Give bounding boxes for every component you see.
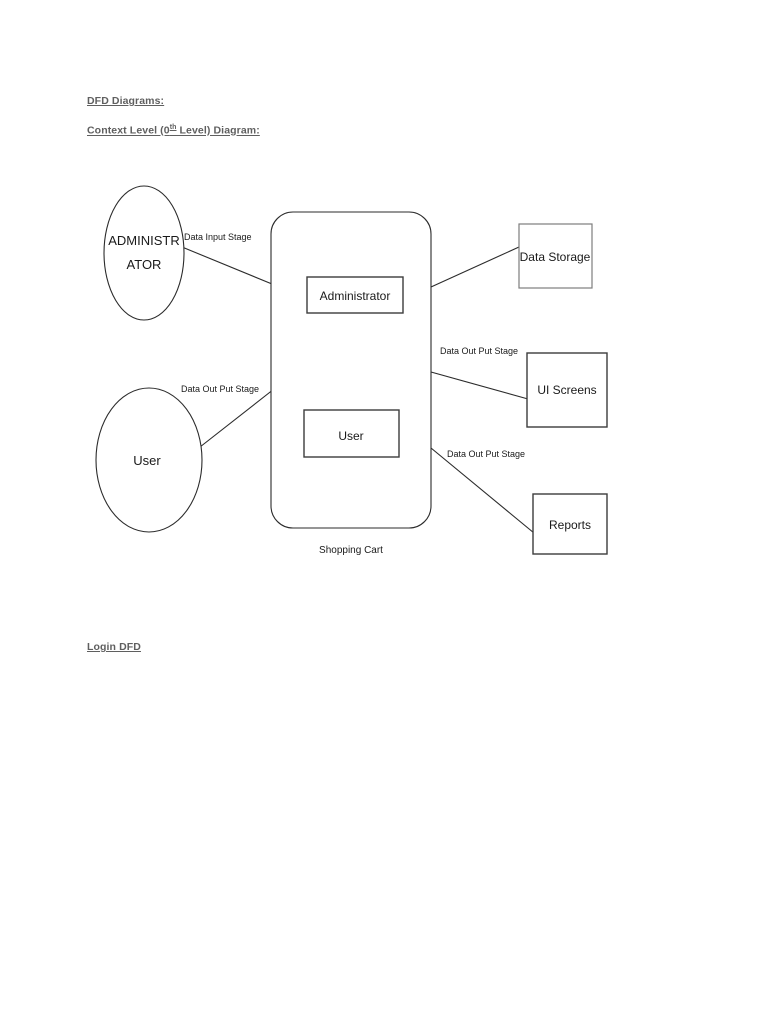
ui-screens-box [526,352,608,428]
connector-user-to-process [199,388,275,448]
connector-process-to-ui-screens [430,371,529,400]
connector-process-to-reports [430,447,535,534]
administrator-entity-label-line1: ADMINISTR [108,233,180,248]
connector-administrator-to-process [181,246,273,285]
data-storage-box [518,223,593,289]
heading-dfd-diagrams: DFD Diagrams: [87,95,165,107]
ui-screens-box-label: UI Screens [537,383,596,397]
administrator-inner-box [306,276,404,314]
administrator-entity-label-line2: ATOR [127,257,162,272]
context-level-suffix: Level) Diagram: [176,124,260,137]
heading-context-level: Context Level (0th Level) Diagram: [87,124,260,137]
flow-label-user-data-output-stage: Data Out Put Stage [181,384,259,394]
shopping-cart-process-box [270,211,432,529]
connector-process-to-data-storage [430,246,520,288]
administrator-inner-box-label: Administrator [320,289,391,303]
user-entity-ellipse [95,387,203,533]
user-inner-box [303,409,400,458]
user-inner-box-label: User [338,429,363,443]
context-level-ordinal-suffix: th [169,124,177,131]
user-entity-label: User [133,453,161,468]
flow-label-data-input-stage: Data Input Stage [184,232,252,242]
flow-label-ui-screens-data-output-stage: Data Out Put Stage [440,346,518,356]
reports-box [532,493,608,555]
heading-login-dfd: Login DFD [87,641,141,653]
administrator-entity-ellipse [103,185,185,321]
flow-label-reports-data-output-stage: Data Out Put Stage [447,449,525,459]
context-level-prefix: Context Level (0 [87,124,170,137]
reports-box-label: Reports [549,518,591,532]
shopping-cart-process-caption: Shopping Cart [319,545,383,556]
data-storage-box-label: Data Storage [520,250,591,264]
